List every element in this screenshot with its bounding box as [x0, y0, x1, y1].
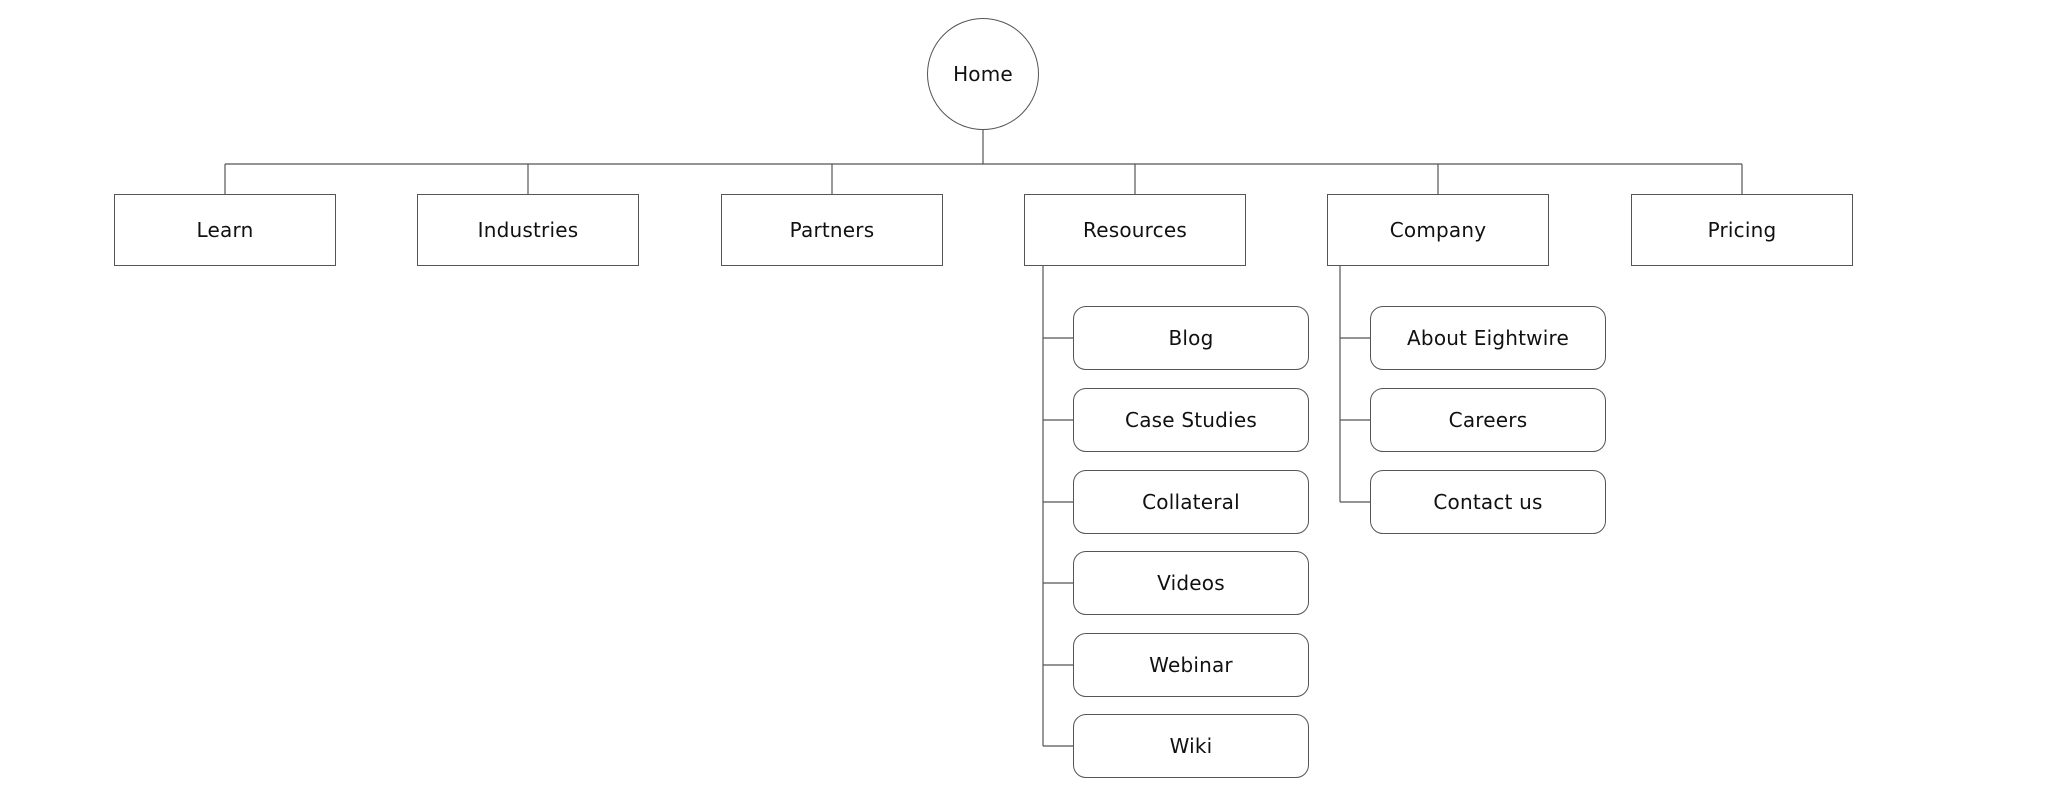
- node-case-studies: Case Studies: [1073, 388, 1309, 452]
- node-learn: Learn: [114, 194, 336, 266]
- node-wiki: Wiki: [1073, 714, 1309, 778]
- node-resources: Resources: [1024, 194, 1246, 266]
- node-home: Home: [927, 18, 1039, 130]
- node-blog: Blog: [1073, 306, 1309, 370]
- node-webinar: Webinar: [1073, 633, 1309, 697]
- node-contact-us: Contact us: [1370, 470, 1606, 534]
- node-industries: Industries: [417, 194, 639, 266]
- node-partners: Partners: [721, 194, 943, 266]
- node-videos: Videos: [1073, 551, 1309, 615]
- node-collateral: Collateral: [1073, 470, 1309, 534]
- node-company: Company: [1327, 194, 1549, 266]
- node-about-eightwire: About Eightwire: [1370, 306, 1606, 370]
- node-careers: Careers: [1370, 388, 1606, 452]
- node-pricing: Pricing: [1631, 194, 1853, 266]
